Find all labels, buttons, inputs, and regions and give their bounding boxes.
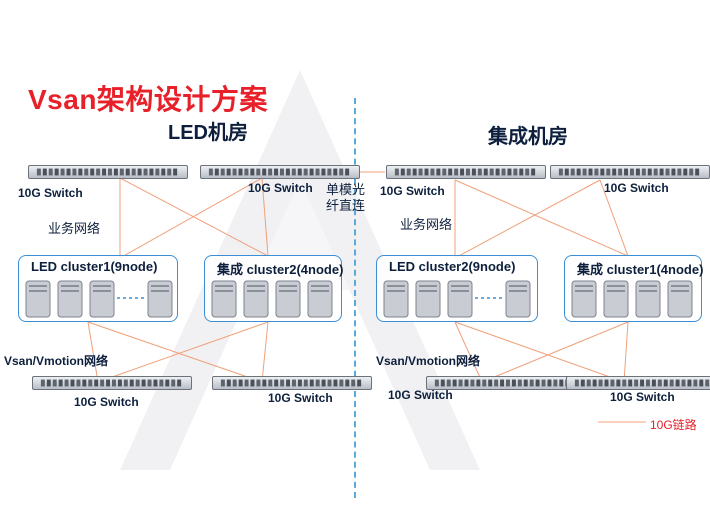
switch-ports — [40, 379, 182, 387]
switch-label: 10G Switch — [74, 395, 139, 409]
cluster-integration-2: 集成 cluster2(4node) — [204, 255, 344, 322]
server-icon — [211, 280, 237, 318]
vsan-network-label-left: Vsan/Vmotion网络 — [4, 354, 109, 368]
server-icon — [89, 280, 115, 318]
switch-right-top-2 — [550, 165, 710, 179]
cluster-title: LED cluster1(9node) — [31, 259, 158, 274]
cluster-title: 集成 cluster1(4node) — [577, 262, 704, 277]
switch-right-top-1 — [386, 165, 546, 179]
server-icon — [383, 280, 409, 318]
room-title-integration: 集成机房 — [488, 126, 568, 148]
server-icon — [243, 280, 269, 318]
server-icon — [307, 280, 333, 318]
room-title-led: LED机房 — [168, 122, 248, 144]
server-icon — [571, 280, 597, 318]
switch-ports — [220, 379, 362, 387]
switch-label: 10G Switch — [610, 390, 675, 404]
server-icon — [447, 280, 473, 318]
fiber-label-line2: 纤直连 — [326, 198, 366, 213]
switch-ports — [434, 379, 576, 387]
cluster-led-2: LED cluster2(9node) — [376, 255, 538, 322]
switch-label: 10G Switch — [380, 184, 445, 198]
server-icon — [415, 280, 441, 318]
switch-label: 10G Switch — [388, 388, 453, 402]
business-network-label-left: 业务网络 — [48, 221, 101, 236]
fiber-label-line1: 单模光 — [326, 182, 366, 197]
room-divider — [354, 98, 356, 498]
ellipsis-dashes — [475, 297, 505, 299]
switch-ports — [574, 379, 710, 387]
switch-label: 10G Switch — [18, 186, 83, 200]
switch-label: 10G Switch — [604, 181, 669, 195]
switch-label: 10G Switch — [268, 391, 333, 405]
cluster-title: LED cluster2(9node) — [389, 259, 516, 274]
server-icon — [505, 280, 531, 318]
legend-label: 10G链路 — [650, 418, 697, 432]
server-icon — [603, 280, 629, 318]
server-icon — [667, 280, 693, 318]
cluster-integration-1: 集成 cluster1(4node) — [564, 255, 704, 322]
vsan-network-label-right: Vsan/Vmotion网络 — [376, 354, 481, 368]
server-icon — [635, 280, 661, 318]
switch-left-bottom-2 — [212, 376, 372, 390]
switch-ports — [36, 168, 178, 176]
switch-ports — [558, 168, 700, 176]
cluster-title: 集成 cluster2(4node) — [217, 262, 344, 277]
switch-right-bottom-2 — [566, 376, 710, 390]
switch-ports — [394, 168, 536, 176]
cluster-led-1: LED cluster1(9node) — [18, 255, 178, 322]
switch-right-bottom-1 — [426, 376, 586, 390]
business-network-label-right: 业务网络 — [400, 217, 453, 232]
switch-left-top-2 — [200, 165, 360, 179]
server-icon — [147, 280, 173, 318]
page-title: Vsan架构设计方案 — [28, 84, 268, 115]
switch-label: 10G Switch — [248, 181, 313, 195]
ellipsis-dashes — [117, 297, 147, 299]
switch-left-bottom-1 — [32, 376, 192, 390]
server-icon — [25, 280, 51, 318]
server-icon — [275, 280, 301, 318]
switch-ports — [208, 168, 350, 176]
server-icon — [57, 280, 83, 318]
switch-left-top-1 — [28, 165, 188, 179]
